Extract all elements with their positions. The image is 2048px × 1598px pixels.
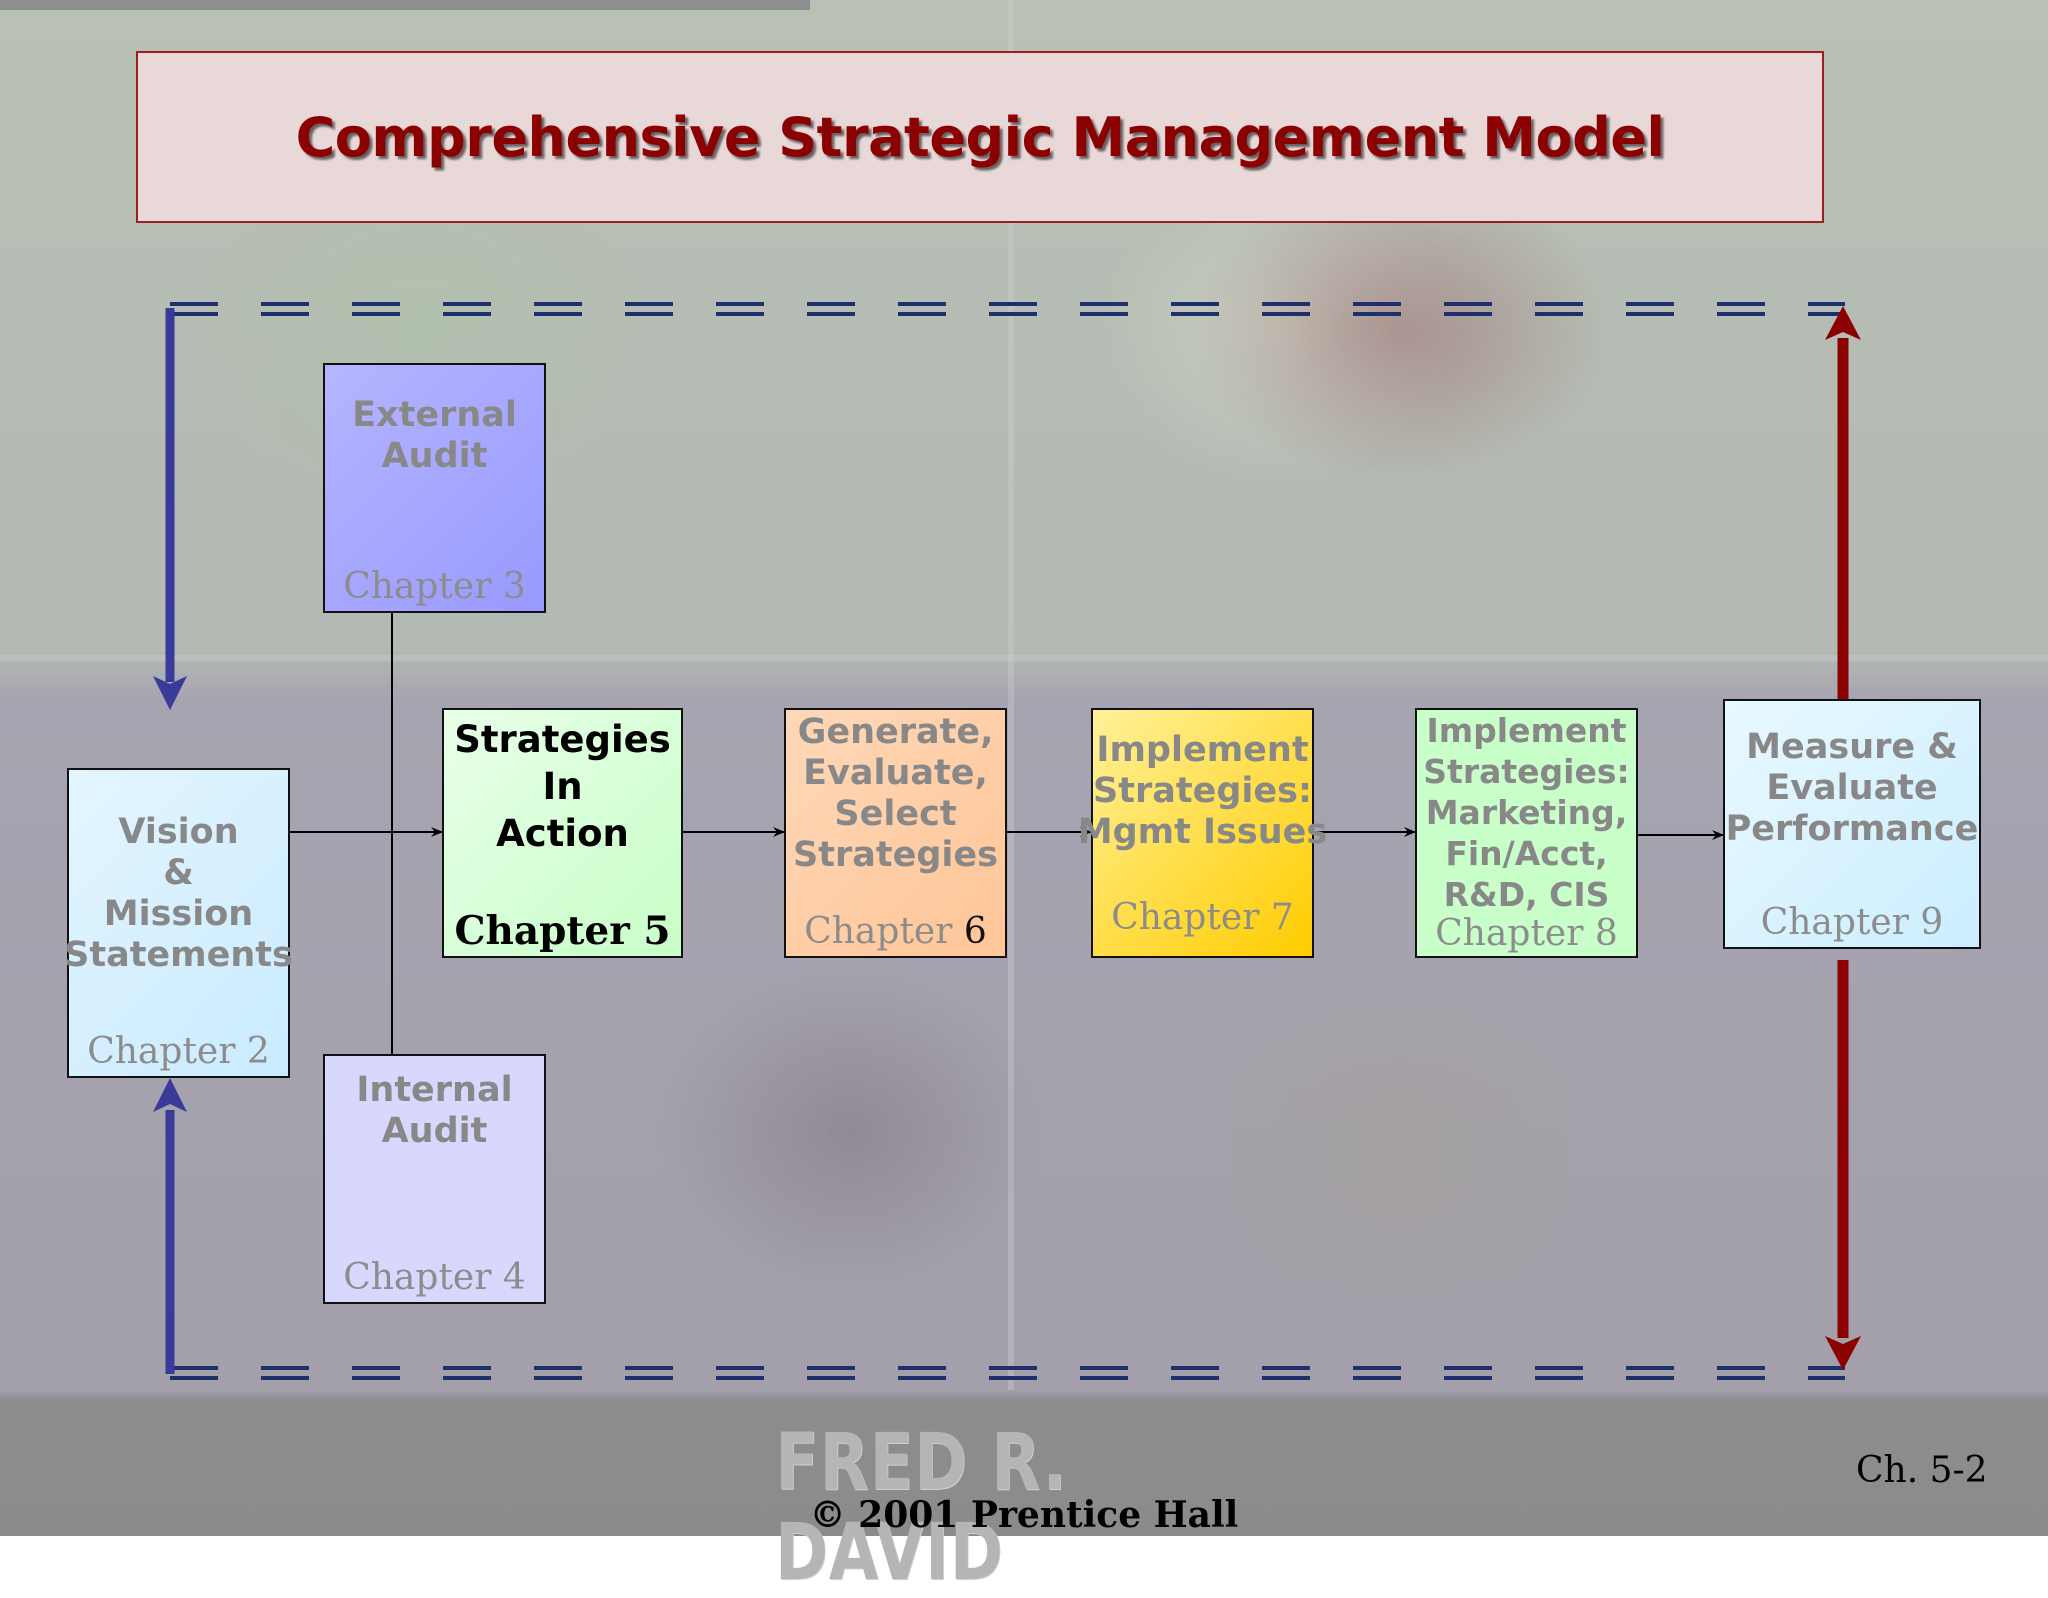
strategies-in-action-chapter: Chapter 5 (454, 908, 671, 954)
strategies-label-1: Strategies (454, 718, 671, 761)
generate-evaluate-select-box: Generate, Evaluate, Select Strategies Ch… (784, 708, 1007, 958)
measure-label-2: Evaluate (1766, 768, 1938, 808)
vision-label-1: Vision (118, 812, 239, 852)
implement-marketing-label-4: Fin/Acct, (1445, 834, 1608, 873)
implement-mgmt-label-1: Implement (1096, 730, 1309, 770)
generate-label-3: Select (834, 794, 957, 834)
generate-chapter-word: Chapter (804, 911, 953, 952)
title-box: Comprehensive Strategic Management Model (136, 51, 1824, 223)
generate-label-4: Strategies (793, 835, 998, 875)
internal-audit-label-1: Internal (356, 1070, 513, 1110)
internal-audit-box: Internal Audit Chapter 4 (323, 1054, 546, 1304)
internal-audit-chapter: Chapter 4 (343, 1257, 526, 1298)
right-feedback-arrow-up (1825, 306, 1861, 699)
top-dashed-feedback-line (170, 302, 1845, 316)
strategies-in-action-box: Strategies In Action Chapter 5 (442, 708, 683, 958)
implement-marketing-label-5: R&D, CIS (1443, 875, 1610, 914)
right-feedback-arrow-down (1825, 960, 1861, 1370)
generate-label-2: Evaluate, (803, 753, 988, 793)
vision-label-2: & (163, 853, 194, 893)
implement-mgmt-issues-box: Implement Strategies: Mgmt Issues Chapte… (1078, 708, 1327, 958)
vision-mission-chapter: Chapter 2 (87, 1031, 270, 1072)
vision-mission-box: Vision & Mission Statements Chapter 2 (64, 768, 293, 1078)
copyright: © 2001 Prentice Hall (809, 1494, 1239, 1536)
measure-label-3: Performance (1725, 809, 1979, 849)
slide-number: Ch. 5-2 (1856, 1450, 1988, 1491)
external-audit-box: External Audit Chapter 3 (323, 363, 546, 613)
measure-label-1: Measure & (1746, 727, 1958, 767)
implement-marketing-chapter: Chapter 8 (1435, 913, 1618, 954)
generate-evaluate-chapter: Chapter 6 (804, 911, 987, 952)
vision-label-3: Mission (103, 894, 254, 934)
background-divider-horizontal (0, 655, 2048, 661)
external-audit-label-1: External (352, 395, 517, 435)
measure-evaluate-box: Measure & Evaluate Performance Chapter 9 (1723, 699, 1981, 949)
vision-label-4: Statements (64, 935, 293, 975)
strategies-label-3: Action (496, 812, 629, 855)
left-feedback-arrow-up (153, 1078, 187, 1374)
external-audit-label-2: Audit (381, 436, 488, 476)
implement-mgmt-label-3: Mgmt Issues (1077, 812, 1328, 852)
implement-marketing-label-3: Marketing, (1425, 793, 1628, 832)
measure-evaluate-chapter: Chapter 9 (1760, 902, 1944, 943)
diagram-connectors (153, 302, 1861, 1380)
bottom-dashed-feedback-line (170, 1366, 1845, 1380)
external-audit-chapter: Chapter 3 (343, 566, 526, 607)
left-feedback-arrow-down (153, 308, 187, 710)
generate-chapter-number: 6 (963, 911, 987, 952)
generate-label-1: Generate, (797, 712, 994, 752)
implement-marketing-label-2: Strategies: (1423, 752, 1630, 791)
background-divider-vertical (1008, 0, 1014, 1390)
implement-mgmt-chapter: Chapter 7 (1111, 897, 1294, 938)
top-strip (0, 0, 810, 10)
implement-marketing-label-1: Implement (1426, 711, 1627, 750)
strategies-label-2: In (542, 765, 583, 808)
slide-title: Comprehensive Strategic Management Model (295, 105, 1665, 169)
implement-marketing-box: Implement Strategies: Marketing, Fin/Acc… (1415, 708, 1638, 958)
implement-mgmt-label-2: Strategies: (1093, 771, 1312, 811)
internal-audit-label-2: Audit (381, 1111, 488, 1151)
